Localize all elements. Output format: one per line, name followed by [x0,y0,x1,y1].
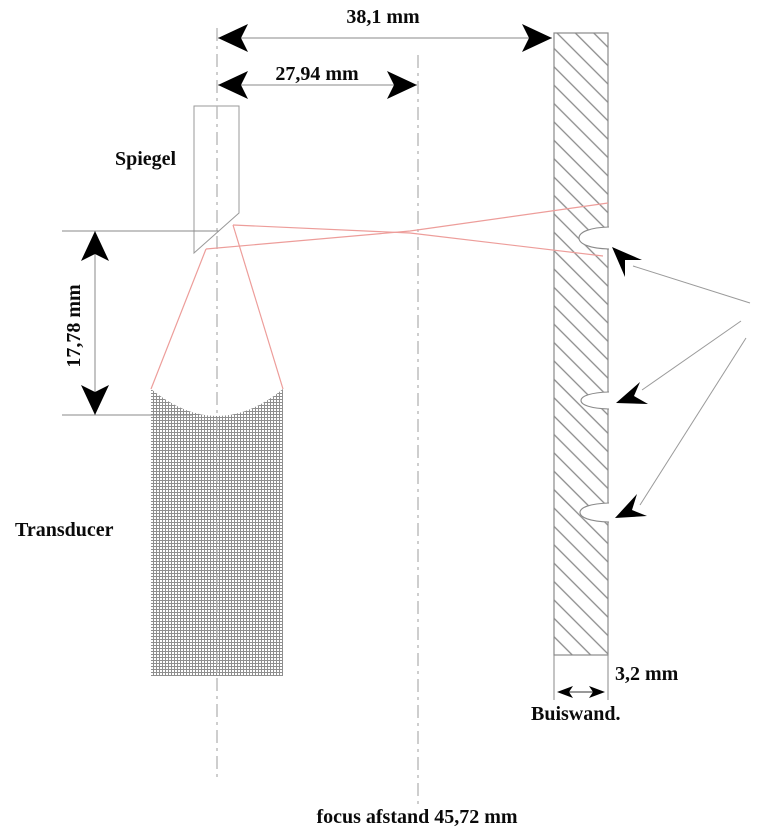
arrowhead-height-top [81,231,109,261]
notch-arrow-icon-2 [616,382,648,404]
arrowhead-thickness-left [557,686,573,698]
dimension-label-wall-thickness: 3,2 mm [615,663,679,685]
leader-line-notch-3 [639,337,747,506]
arrowhead-thickness-right [589,686,605,698]
mirror-shape [193,105,240,255]
leader-line-notch-1 [632,265,751,304]
wall-notch-2 [580,391,610,410]
beam-cone-left [150,248,207,390]
wall-notch-3 [579,502,610,523]
wall-notch-1 [578,226,610,250]
focus-distance-label: focus afstand 45,72 mm [316,806,518,828]
dimension-label-mirror-height: 17,78 mm [63,284,85,368]
transducer-label: Transducer [15,519,114,541]
beam-cone-right [232,224,284,390]
notch-arrow-icon-3 [615,494,647,518]
beam-ray-upper [232,224,604,257]
tube-wall [553,32,609,656]
arrowhead-total-right [522,24,552,52]
arrowhead-focus-left [218,71,248,99]
tube-wall-label: Buiswand. [531,703,621,725]
notch-arrow-icon-1 [612,247,642,277]
dimension-label-total-width: 38,1 mm [346,6,420,28]
leader-line-notch-2 [641,320,742,391]
dimension-label-mirror-focus: 27,94 mm [275,63,359,85]
arrowhead-focus-right [387,71,417,99]
mirror-label: Spiegel [115,148,177,170]
arrowhead-total-left [218,24,248,52]
beam-ray-lower [205,202,609,250]
arrowhead-height-bottom [81,385,109,415]
